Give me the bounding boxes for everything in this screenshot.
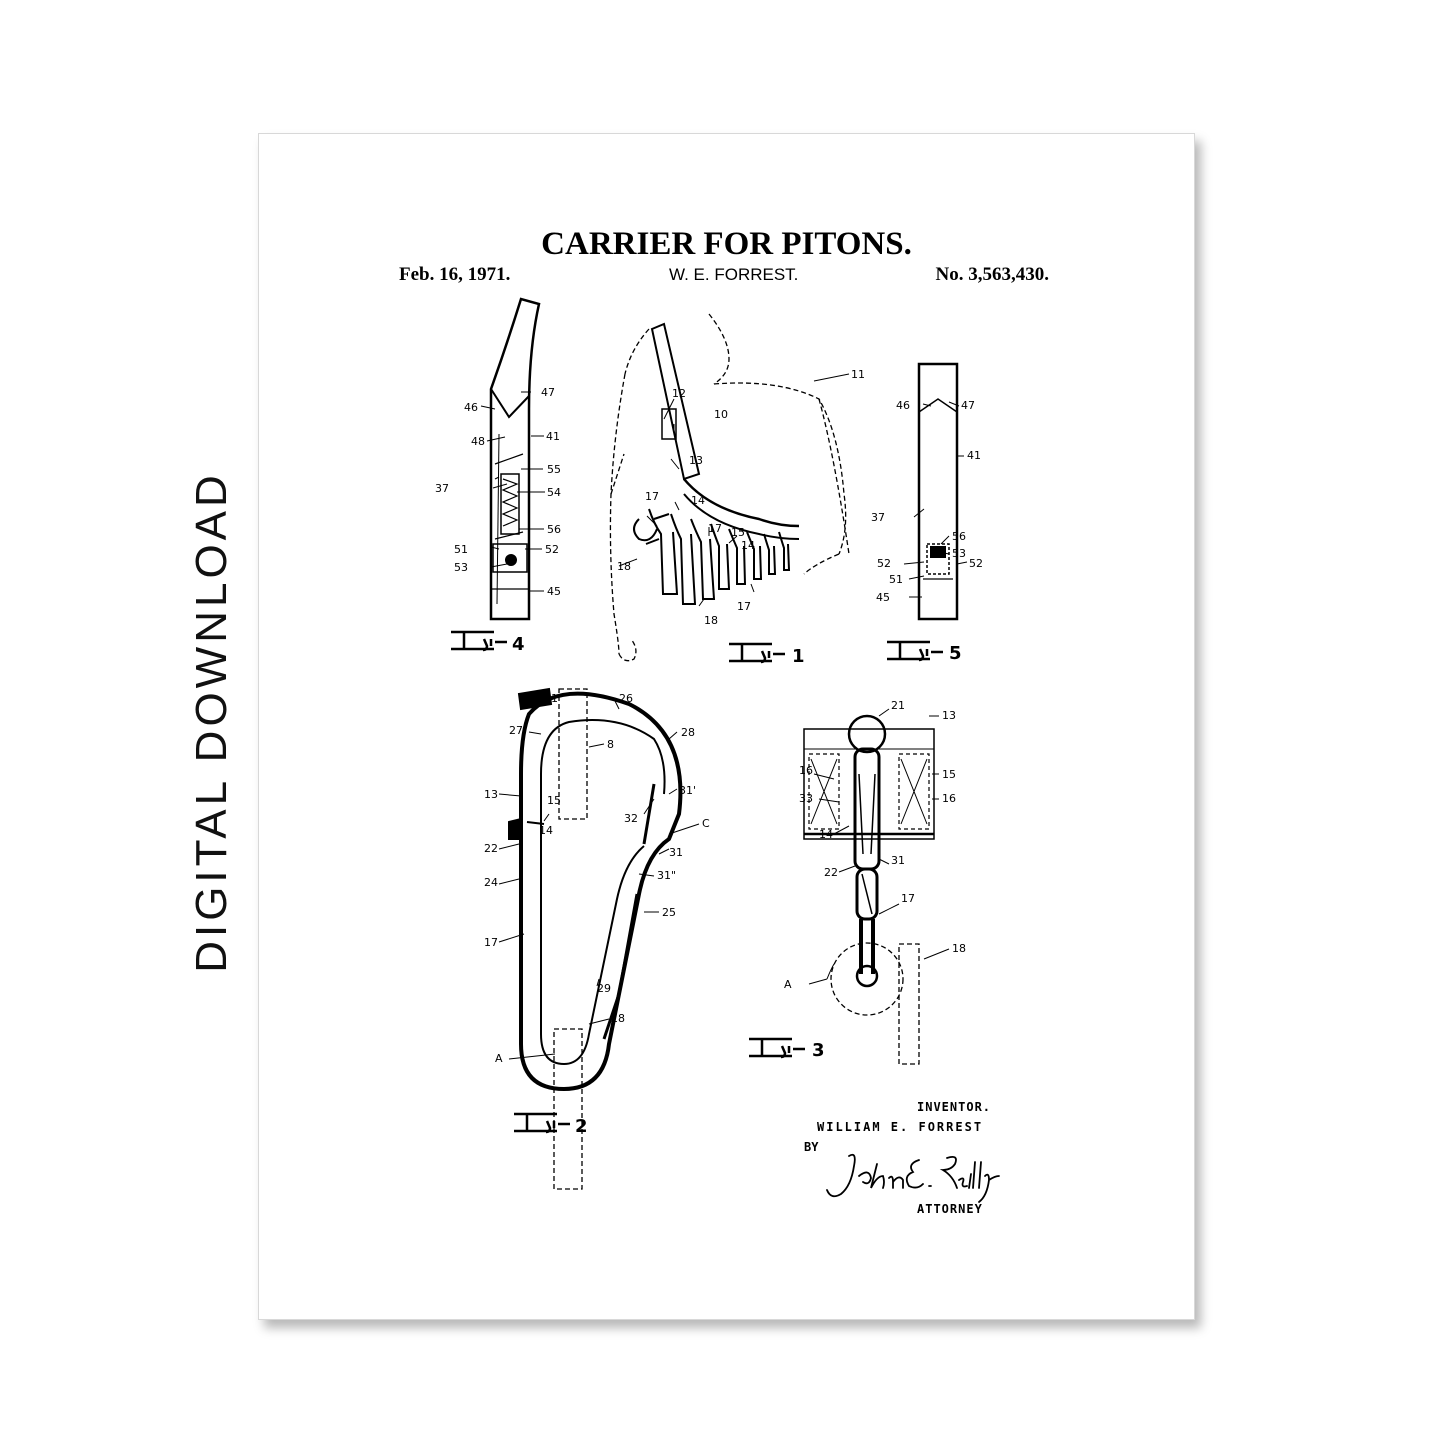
reference-numeral: 13 (689, 454, 703, 467)
reference-numeral: 21 (544, 692, 558, 705)
reference-numeral: 13 (942, 709, 956, 722)
figure-3-number: 3 (812, 1040, 825, 1061)
figure-4-number: 4 (512, 634, 525, 655)
reference-numeral: 27 (509, 724, 523, 737)
reference-numeral: 10 (714, 408, 728, 421)
figure-2-drawing (508, 687, 683, 1190)
reference-numeral: 46 (464, 401, 478, 414)
reference-numeral: 17 (901, 892, 915, 905)
reference-numeral: 56 (547, 523, 561, 536)
patent-title: CARRIER FOR PITONS. (541, 226, 912, 262)
figure-1-labels: 11 12 10 13 17 14 17 15 14 18 17 18 (617, 368, 865, 627)
figure-caption-marks (451, 630, 943, 1134)
reference-numeral: 17 (708, 522, 722, 535)
reference-numeral: 12 (672, 387, 686, 400)
reference-numeral: 15 (731, 526, 745, 539)
by-label: BY (804, 1140, 819, 1154)
reference-numeral: 18 (617, 560, 631, 573)
reference-numeral: 31" (657, 869, 676, 882)
reference-numeral: 53 (952, 547, 966, 560)
leader-lines (480, 373, 968, 1060)
reference-numeral: 41 (967, 449, 981, 462)
attorney-label: ATTORNEY (917, 1202, 983, 1216)
patent-drawing: 47 46 41 48 55 37 54 56 51 52 53 45 11 1… (435, 297, 983, 1190)
figure-1-number: 1 (792, 646, 805, 667)
reference-numeral: 33 (799, 792, 813, 805)
reference-numeral: 17 (484, 936, 498, 949)
figure-2-labels: 21 26 27 28 8 13 15 31' 32 14 C 22 31 24… (484, 692, 710, 1065)
reference-numeral: 26 (619, 692, 633, 705)
reference-numeral: 31 (891, 854, 905, 867)
reference-numeral: 22 (824, 866, 838, 879)
reference-numeral: 37 (871, 511, 885, 524)
reference-numeral: 45 (547, 585, 561, 598)
reference-numeral: A (495, 1052, 503, 1065)
reference-numeral: 52 (969, 557, 983, 570)
reference-numeral: 18 (952, 942, 966, 955)
patent-inventor: W. E. FORREST. (669, 265, 799, 284)
patent-meta: Feb. 16, 1971. W. E. FORREST. No. 3,563,… (399, 264, 1049, 288)
reference-numeral: 31' (679, 784, 696, 797)
figure-1-drawing (609, 313, 850, 662)
reference-numeral: 52 (877, 557, 891, 570)
reference-numeral: 15 (547, 794, 561, 807)
reference-numeral: 14 (691, 494, 705, 507)
reference-numeral: 32 (624, 812, 638, 825)
figure-3-labels: 21 13 16 15 16 33 14 31 22 17 18 A (784, 699, 966, 991)
attorney-signature (826, 1153, 1000, 1203)
reference-numeral: 51 (454, 543, 468, 556)
reference-numeral: 37 (435, 482, 449, 495)
inventor-title: INVENTOR. (917, 1100, 992, 1114)
reference-numeral: 48 (471, 435, 485, 448)
reference-numeral: 41 (546, 430, 560, 443)
reference-numeral: 54 (547, 486, 561, 499)
reference-numeral: 45 (876, 591, 890, 604)
digital-download-label: DIGITAL DOWNLOAD (187, 471, 236, 973)
reference-numeral: 14 (819, 828, 833, 841)
figure-4-drawing (489, 297, 541, 621)
figure-4-labels: 47 46 41 48 55 37 54 56 51 52 53 45 (435, 386, 561, 598)
figure-3-drawing (803, 714, 935, 1065)
reference-numeral: A (784, 978, 792, 991)
reference-numeral: 17 (645, 490, 659, 503)
reference-numeral: 28 (681, 726, 695, 739)
reference-numeral: 11 (851, 368, 865, 381)
reference-numeral: 47 (541, 386, 555, 399)
figure-5-number: 5 (949, 643, 962, 664)
reference-numeral: 8 (607, 738, 614, 751)
reference-numeral: 15 (942, 768, 956, 781)
reference-numeral: 25 (662, 906, 676, 919)
reference-numeral: 16 (799, 764, 813, 777)
reference-numeral: C (702, 817, 710, 830)
figure-5-drawing (917, 362, 959, 621)
reference-numeral: 29 (597, 982, 611, 995)
figure-1-bandolier (633, 322, 800, 605)
reference-numeral: 13 (484, 788, 498, 801)
reference-numeral: 14 (741, 539, 755, 552)
figure-numbers: 4 1 5 3 2 (512, 634, 962, 1137)
reference-numeral: 14 (539, 824, 553, 837)
patent-date: Feb. 16, 1971. (399, 264, 511, 285)
reference-numeral: 17 (737, 600, 751, 613)
figure-5-labels: 46 47 41 37 56 53 52 52 51 45 (871, 399, 983, 604)
reference-numeral: 56 (952, 530, 966, 543)
reference-numeral: 21 (891, 699, 905, 712)
reference-numeral: 31 (669, 846, 683, 859)
reference-numeral: 46 (896, 399, 910, 412)
patent-number: No. 3,563,430. (935, 264, 1049, 285)
reference-numeral: 52 (545, 543, 559, 556)
reference-numeral: 24 (484, 876, 498, 889)
reference-numeral: 18 (704, 614, 718, 627)
reference-numeral: 47 (961, 399, 975, 412)
patent-print: CARRIER FOR PITONS. Feb. 16, 1971. W. E.… (258, 133, 1195, 1320)
reference-numeral: 16 (942, 792, 956, 805)
reference-numeral: 51 (889, 573, 903, 586)
reference-numeral: 55 (547, 463, 561, 476)
figure-2-number: 2 (575, 1116, 588, 1137)
inventor-name: WILLIAM E. FORREST (817, 1120, 984, 1134)
reference-numeral: 18 (611, 1012, 625, 1025)
reference-numeral: 53 (454, 561, 468, 574)
reference-numeral: 22 (484, 842, 498, 855)
